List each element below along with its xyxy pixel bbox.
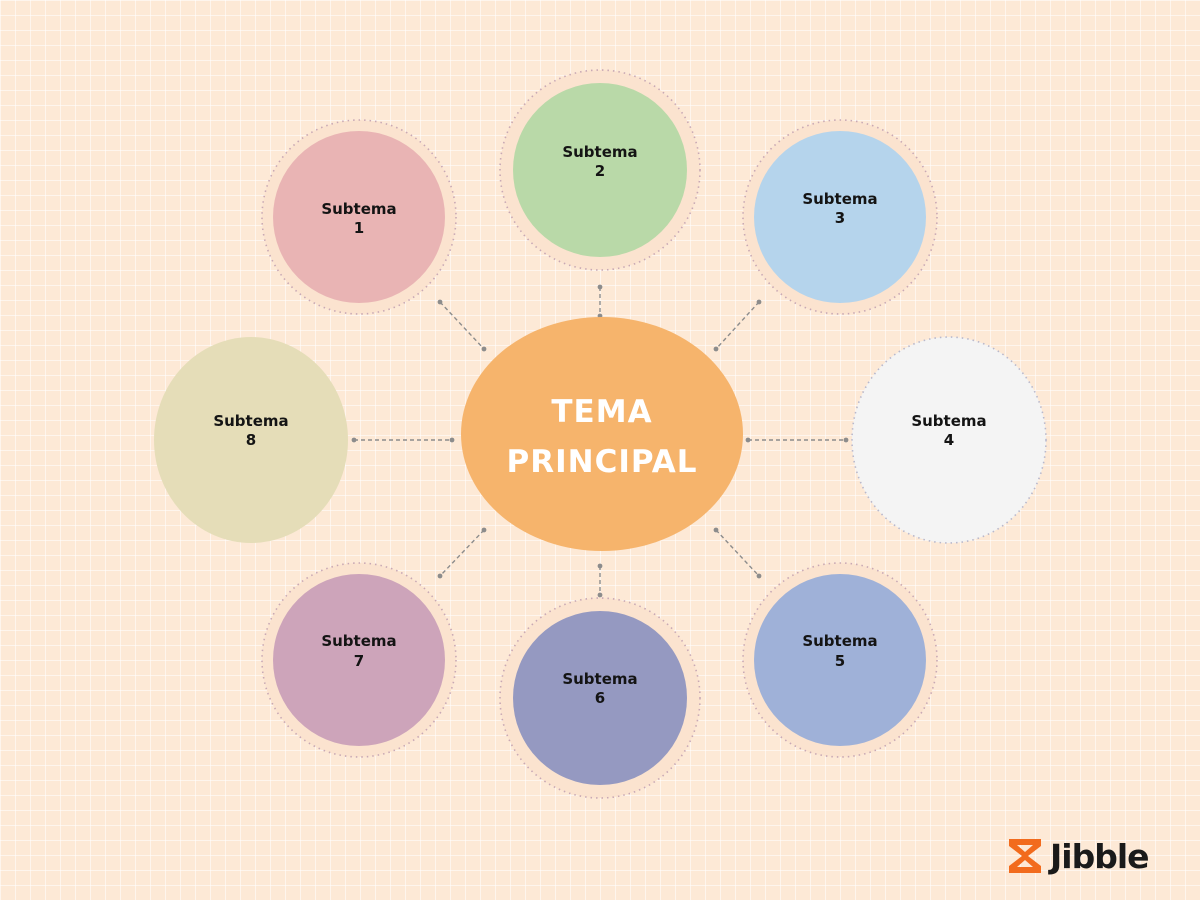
- subtopic-6-word: Subtema: [562, 670, 637, 688]
- subtopic-8: Subtema 8: [154, 337, 348, 543]
- subtopic-6-circle: [513, 611, 687, 785]
- central-topic-line-2: PRINCIPAL: [507, 444, 698, 480]
- subtopic-3-circle: [754, 131, 926, 303]
- subtopic-5-word: Subtema: [802, 632, 877, 650]
- subtopic-6-number: 6: [595, 689, 605, 707]
- subtopic-7-circle: [273, 574, 445, 746]
- subtopic-4: Subtema 4: [851, 336, 1047, 544]
- subtopic-5-circle: [754, 574, 926, 746]
- connector-1-dot-2: [481, 346, 487, 352]
- connector-5-dot-1: [713, 527, 719, 533]
- subtopic-7-number: 7: [354, 652, 364, 670]
- subtopic-2-circle: [513, 83, 687, 257]
- central-topic-line-1: TEMA: [551, 394, 652, 430]
- subtopic-1-circle: [273, 131, 445, 303]
- connector-3: [715, 301, 760, 350]
- connector-5-dot-2: [756, 573, 762, 579]
- connector-5: [715, 529, 760, 577]
- connector-4-dot-1: [745, 437, 751, 443]
- brand-logo: Jibble: [1006, 834, 1150, 878]
- central-topic: TEMA PRINCIPAL: [461, 317, 743, 551]
- jibble-hourglass-icon: [1009, 839, 1041, 873]
- subtopic-6: Subtema 6: [499, 597, 701, 799]
- central-topic-ellipse: [461, 317, 743, 551]
- subtopic-5: Subtema 5: [742, 562, 938, 758]
- connector-2-dot-1: [597, 284, 603, 290]
- subtopic-1-number: 1: [354, 219, 364, 237]
- subtopic-3-word: Subtema: [802, 190, 877, 208]
- subtopic-7-word: Subtema: [321, 632, 396, 650]
- connector-7-dot-1: [481, 527, 487, 533]
- subtopic-4-circle: [851, 336, 1047, 544]
- subtopic-2-number: 2: [595, 162, 605, 180]
- connector-3-dot-1: [756, 299, 762, 305]
- subtopic-2-word: Subtema: [562, 143, 637, 161]
- subtopic-1-word: Subtema: [321, 200, 396, 218]
- subtopic-1: Subtema 1: [261, 119, 457, 315]
- subtopic-3: Subtema 3: [742, 119, 938, 315]
- subtopic-8-circle: [154, 337, 348, 543]
- subtopic-8-number: 8: [246, 431, 256, 449]
- connector-8-dot-2: [449, 437, 455, 443]
- subtopic-3-number: 3: [835, 209, 845, 227]
- connector-8-dot-1: [351, 437, 357, 443]
- connector-7-dot-2: [437, 573, 443, 579]
- subtopic-2: Subtema 2: [499, 69, 701, 271]
- subtopic-8-word: Subtema: [213, 412, 288, 430]
- connector-6-dot-1: [597, 563, 603, 569]
- subtopic-7: Subtema 7: [261, 562, 457, 758]
- connector-3-dot-2: [713, 346, 719, 352]
- connector-6-dot-2: [597, 592, 603, 598]
- subtopic-5-number: 5: [835, 652, 845, 670]
- connector-4-dot-2: [843, 437, 849, 443]
- connector-1: [439, 301, 485, 350]
- brand-name: Jibble: [1050, 836, 1150, 876]
- connectors: [351, 284, 849, 598]
- subtopic-4-number: 4: [944, 431, 954, 449]
- subtopic-4-word: Subtema: [911, 412, 986, 430]
- connector-1-dot-1: [437, 299, 443, 305]
- connector-7: [439, 529, 485, 577]
